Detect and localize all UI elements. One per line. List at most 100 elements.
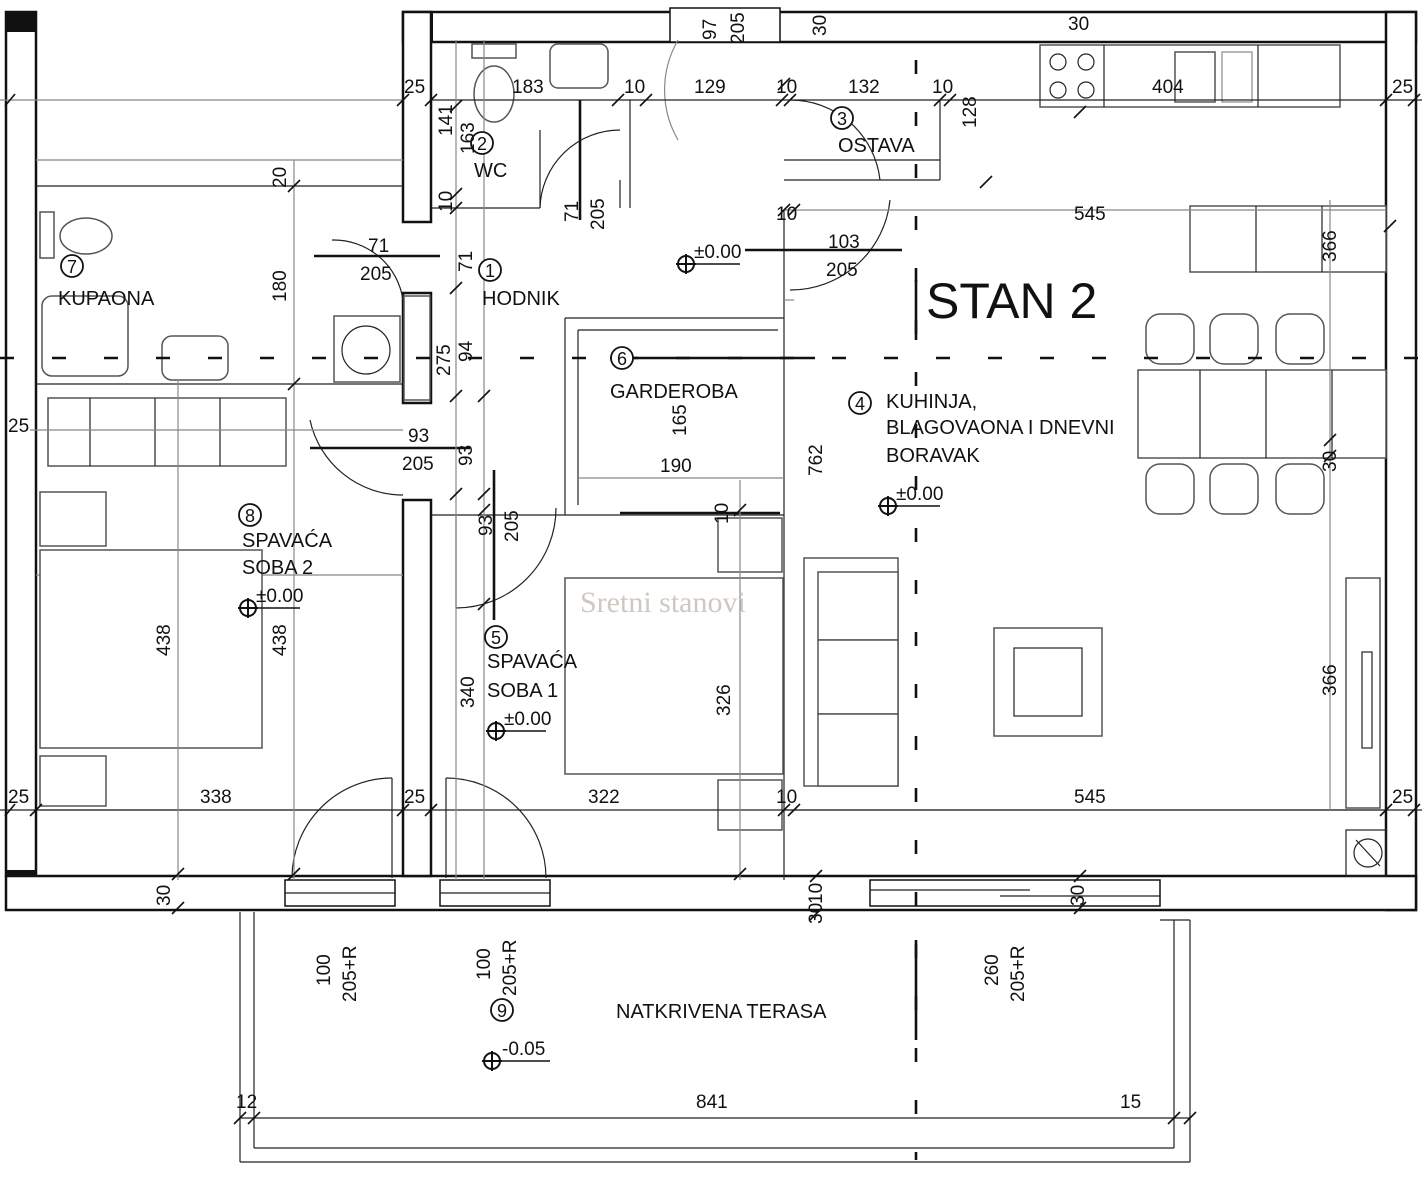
- chair: [1275, 463, 1325, 515]
- kitchen-sink: [1174, 51, 1216, 103]
- wardrobe: [47, 397, 287, 467]
- room-number-badge: 1: [478, 258, 502, 282]
- level-label: ±0.00: [504, 709, 551, 730]
- watermark: Sretni stanovi: [580, 586, 746, 619]
- svg-text:1: 1: [485, 261, 495, 281]
- svg-text:2: 2: [477, 134, 487, 154]
- dim-label: 205: [826, 260, 858, 281]
- dimension-ticks: [4, 77, 1421, 1125]
- dim-label: 190: [660, 456, 692, 477]
- dim-label: 12: [236, 1092, 257, 1113]
- dimension-labels: 25 183 10 129 10 132 10 404 25 30 10 545…: [8, 12, 1413, 1113]
- dim-label: 322: [588, 787, 620, 808]
- room-number-badge: 6: [610, 346, 634, 370]
- dim-label: 129: [694, 77, 726, 98]
- dim-label: 94: [456, 340, 477, 362]
- dim-label: 545: [1074, 787, 1106, 808]
- dim-label: 71: [562, 201, 583, 222]
- wall-top-outer: [401, 10, 1418, 44]
- level-marker-icon: [486, 721, 546, 741]
- terrace: [239, 912, 1191, 1163]
- room-label-kuhinja: BLAGOVAONA I DNEVNI: [886, 417, 1115, 439]
- svg-text:8: 8: [245, 506, 255, 526]
- dim-label: 93: [456, 445, 477, 466]
- dim-label: 545: [1074, 204, 1106, 225]
- level-label: ±0.00: [896, 484, 943, 505]
- level-label: ±0.00: [694, 242, 741, 263]
- dim-label: 128: [960, 96, 981, 128]
- dim-label: 10: [776, 204, 797, 225]
- dim-label: 71: [368, 236, 389, 257]
- dim-label: 326: [714, 684, 735, 716]
- dim-label: 10: [776, 787, 797, 808]
- chair: [1275, 313, 1325, 365]
- dim-label: 205+R: [500, 939, 521, 996]
- wall-right-outer: [1384, 10, 1418, 912]
- room-label-spavaca-1: SPAVAĆA: [487, 650, 578, 673]
- wall-left-outer: [4, 10, 38, 878]
- room-label-terasa: NATKRIVENA TERASA: [616, 1001, 827, 1023]
- dim-label: 93: [476, 515, 497, 536]
- nightstand: [717, 779, 783, 831]
- bath-cabinet: [403, 295, 431, 401]
- level-marker-icon: [878, 496, 940, 516]
- dim-label: 30: [1068, 885, 1089, 906]
- dim-label: 338: [200, 787, 232, 808]
- room-label-spavaca-1: SOBA 1: [487, 680, 558, 702]
- walls: [4, 7, 1418, 912]
- wc-washbasin: [549, 43, 609, 89]
- dim-label: 10: [806, 883, 827, 904]
- dim-label: 163: [458, 122, 479, 154]
- nightstand: [39, 755, 107, 807]
- dim-label: 71: [456, 251, 477, 272]
- svg-text:5: 5: [491, 628, 501, 648]
- room-number-badge: 4: [848, 391, 872, 415]
- room-label-kuhinja: BORAVAK: [886, 445, 980, 467]
- tv: [1361, 651, 1373, 749]
- wall-wc-left: [401, 10, 433, 224]
- dim-label: 30: [810, 15, 831, 36]
- dim-label: 97: [700, 19, 721, 40]
- dim-label: 10: [436, 191, 457, 212]
- terrace-sliding-door: [869, 879, 1161, 907]
- dim-label: 25: [8, 416, 29, 437]
- chair: [1209, 313, 1259, 365]
- level-marker-icon: [676, 254, 740, 274]
- room-number-badge: 7: [60, 254, 84, 278]
- kitchen-island: [1189, 205, 1387, 273]
- dim-label: 10: [712, 503, 733, 524]
- nightstand: [717, 517, 783, 573]
- room-label-spavaca-2: SPAVAĆA: [242, 529, 333, 552]
- room-number-badge: 9: [490, 998, 514, 1022]
- chair: [1145, 313, 1195, 365]
- room-label-wc: WC: [474, 160, 507, 182]
- shaft: [1345, 829, 1387, 877]
- dim-label: 205+R: [340, 945, 361, 1002]
- dim-label: 30: [154, 885, 175, 906]
- dim-label: 20: [270, 167, 291, 188]
- room-labels: HODNIK WC OSTAVA KUHINJA, BLAGOVAONA I D…: [58, 135, 1115, 1023]
- top-window: [669, 7, 781, 43]
- toilet-wc: [473, 65, 515, 123]
- svg-text:6: 6: [617, 349, 627, 369]
- coffee-table: [993, 627, 1103, 737]
- bed-bedroom-2: [39, 549, 263, 749]
- level-markers: ±0.00 ±0.00 ±0.00 ±0.00 -0.05: [238, 242, 943, 1071]
- room-number-badge: 3: [830, 106, 854, 130]
- dim-label: 100: [314, 954, 335, 986]
- axis-lines: [0, 60, 1422, 1160]
- dim-label: 103: [828, 232, 860, 253]
- chair: [1145, 463, 1195, 515]
- dim-label: 183: [512, 77, 544, 98]
- dim-label: 438: [270, 624, 291, 656]
- dim-label: 205+R: [1008, 945, 1029, 1002]
- dim-label: 30: [1320, 451, 1341, 472]
- svg-text:7: 7: [67, 257, 77, 277]
- dim-label: 10: [932, 77, 953, 98]
- room-number-badge: 5: [484, 625, 508, 649]
- level-marker-icon: [238, 598, 300, 618]
- dim-label: 25: [404, 77, 425, 98]
- wall-bedroom-divider: [401, 498, 433, 878]
- dim-label: 205: [360, 264, 392, 285]
- dim-label: 10: [776, 77, 797, 98]
